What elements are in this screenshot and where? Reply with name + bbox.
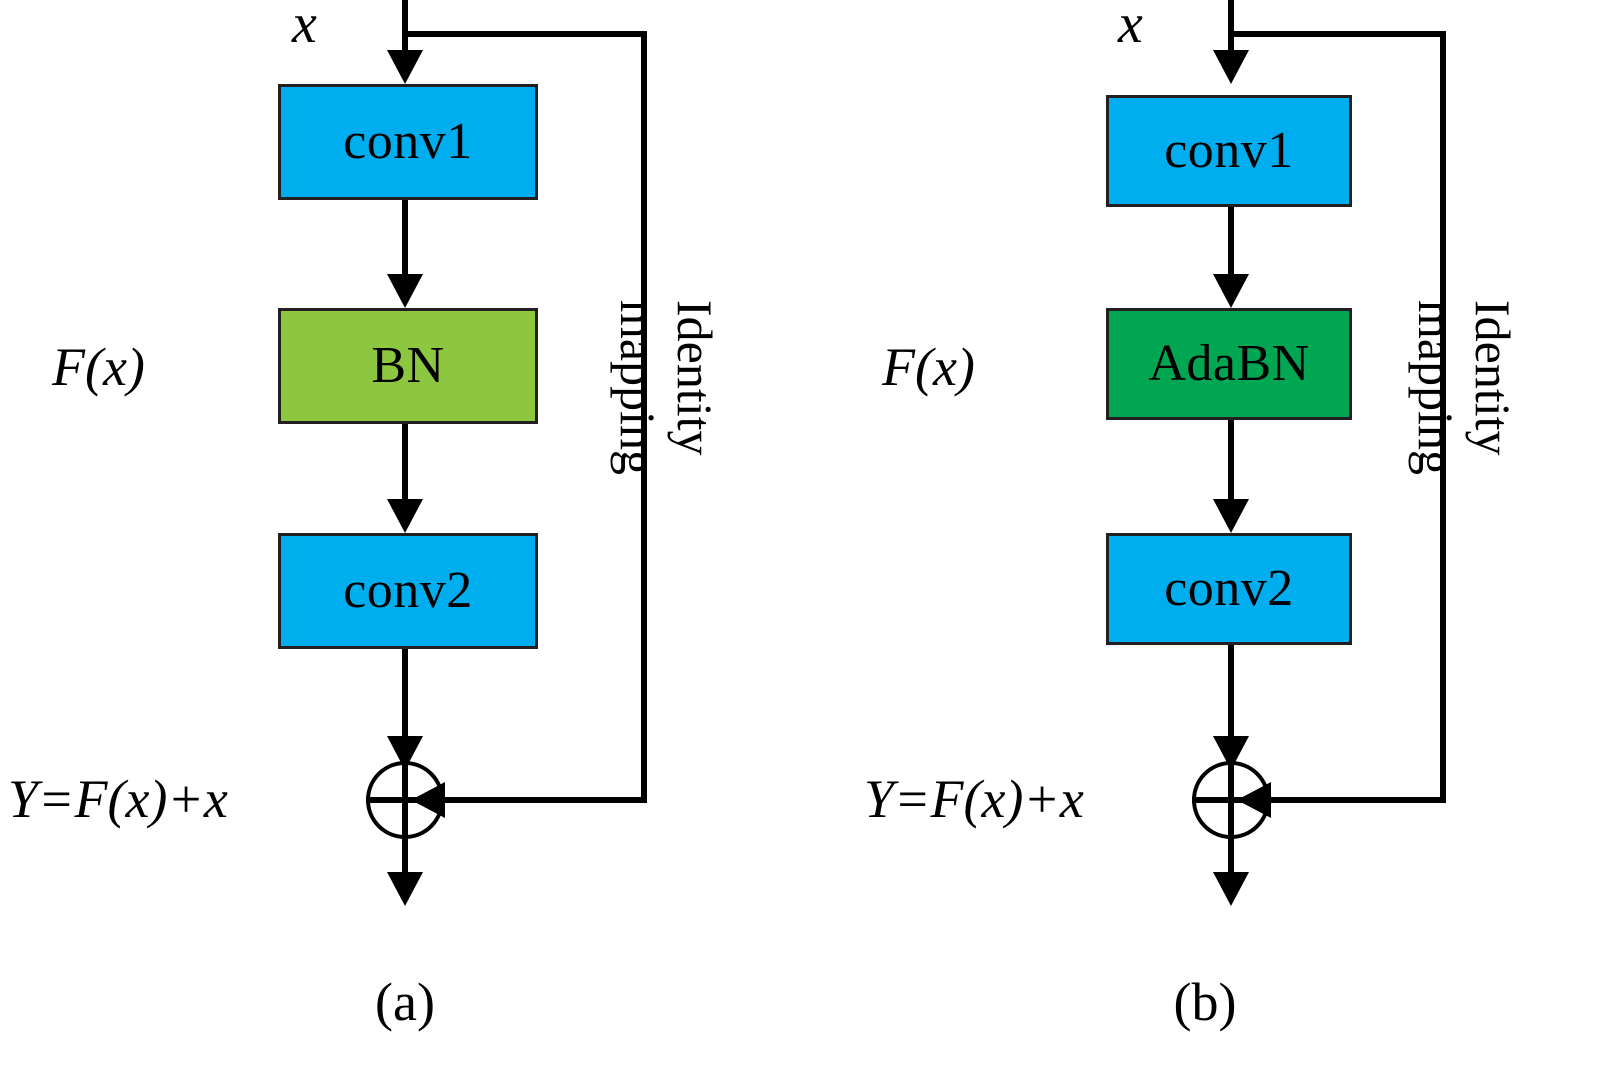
block-conv1[interactable]: conv1	[1106, 95, 1352, 207]
block-conv2-label: conv2	[343, 562, 473, 619]
conv1-to-adabn-line	[1228, 207, 1234, 277]
conv2-to-sum-line	[1228, 645, 1234, 738]
sum-node-plus-horizontal	[1192, 797, 1270, 803]
input-arrowhead	[1213, 50, 1249, 84]
panel-caption-b: (b)	[1173, 972, 1237, 1032]
block-conv1-label: conv1	[343, 113, 473, 170]
block-adabn-label: AdaBN	[1148, 335, 1310, 392]
skip-label-identity: Identity	[1465, 300, 1521, 456]
residual-block-diagram-b: x conv1 AdaBN conv2 F(x) Y=F(x)+x Identi…	[800, 0, 1600, 1069]
bn-to-conv2-line	[402, 424, 408, 501]
residual-block-diagram-a: x conv1 BN conv2 F(x) Y=F(x)+x Identity	[8, 0, 723, 1032]
residual-function-label: F(x)	[882, 337, 975, 397]
conv1-to-bn-line	[402, 200, 408, 276]
input-stem-line	[402, 0, 408, 52]
conv1-to-adabn-arrowhead	[1213, 274, 1249, 308]
input-arrowhead	[387, 50, 423, 84]
block-adabn[interactable]: AdaBN	[1106, 308, 1352, 420]
output-stem-line	[1228, 839, 1234, 881]
panel-caption-a: (a)	[375, 972, 435, 1032]
block-conv1[interactable]: conv1	[278, 84, 538, 200]
block-conv2[interactable]: conv2	[1106, 533, 1352, 645]
residual-function-label: F(x)	[52, 337, 145, 397]
output-arrowhead	[1213, 872, 1249, 906]
output-equation-label: Y=F(x)+x	[864, 769, 1084, 829]
input-label-x: x	[292, 0, 317, 55]
block-conv2-label: conv2	[1164, 560, 1294, 617]
conv1-to-bn-arrowhead	[387, 274, 423, 308]
sum-node-plus-horizontal	[366, 797, 444, 803]
adabn-to-conv2-line	[1228, 420, 1234, 501]
block-bn-label: BN	[371, 337, 445, 394]
skip-label-identity: Identity	[667, 300, 723, 456]
skip-branch-right-line	[641, 34, 647, 803]
skip-branch-bottom-line	[443, 797, 647, 803]
output-equation-label: Y=F(x)+x	[8, 769, 228, 829]
skip-branch-bottom-line	[1269, 797, 1446, 803]
adabn-to-conv2-arrowhead	[1213, 499, 1249, 533]
block-conv1-label: conv1	[1164, 122, 1294, 179]
output-arrowhead	[387, 872, 423, 906]
block-bn[interactable]: BN	[278, 308, 538, 424]
input-stem-line	[1228, 0, 1234, 52]
skip-branch-right-line	[1440, 34, 1446, 803]
skip-label-mapping: mapping	[610, 300, 666, 475]
skip-label-mapping: mapping	[1408, 300, 1464, 475]
skip-branch-top-line	[405, 31, 647, 37]
skip-branch-top-line	[1231, 31, 1446, 37]
bn-to-conv2-arrowhead	[387, 499, 423, 533]
conv2-to-sum-line	[402, 649, 408, 738]
block-conv2[interactable]: conv2	[278, 533, 538, 649]
output-stem-line	[402, 839, 408, 881]
input-label-x: x	[1118, 0, 1143, 55]
